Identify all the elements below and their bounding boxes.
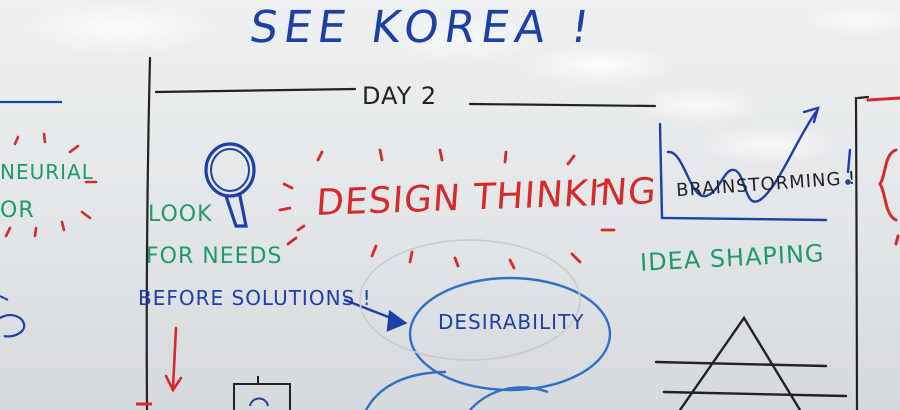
left-edge-text-top: NEURIAL [0, 160, 94, 184]
board-title: SEE KOREA ! [246, 2, 599, 53]
left-blue-doodle [0, 314, 26, 338]
blue-arrow-to-desirability [343, 298, 408, 332]
design-thinking-burst [278, 148, 616, 270]
day-line-right [468, 102, 657, 108]
red-down-arrow [164, 326, 183, 393]
day-line-left [154, 87, 357, 94]
lightbulb-frame-icon [233, 376, 291, 410]
day-label: DAY 2 [362, 82, 438, 110]
left-edge-text-bottom: OR [0, 198, 35, 223]
left-red-burst [4, 132, 98, 238]
magnifier-icon [204, 142, 256, 228]
frame-right-vertical [854, 96, 859, 410]
for-needs-text: FOR NEEDS [146, 244, 283, 269]
brainstorming-chart [658, 106, 852, 222]
look-text: LOOK [148, 202, 213, 227]
desirability-text: DESIRABILITY [438, 310, 585, 334]
frame-left-vertical [145, 56, 152, 410]
idea-shaping-diagram [654, 315, 848, 410]
right-red-brace [866, 96, 900, 246]
frame-right-top [856, 95, 870, 100]
before-solutions-text: BEFORE SOLUTIONS ! [138, 286, 372, 310]
venn-circles [364, 276, 612, 410]
